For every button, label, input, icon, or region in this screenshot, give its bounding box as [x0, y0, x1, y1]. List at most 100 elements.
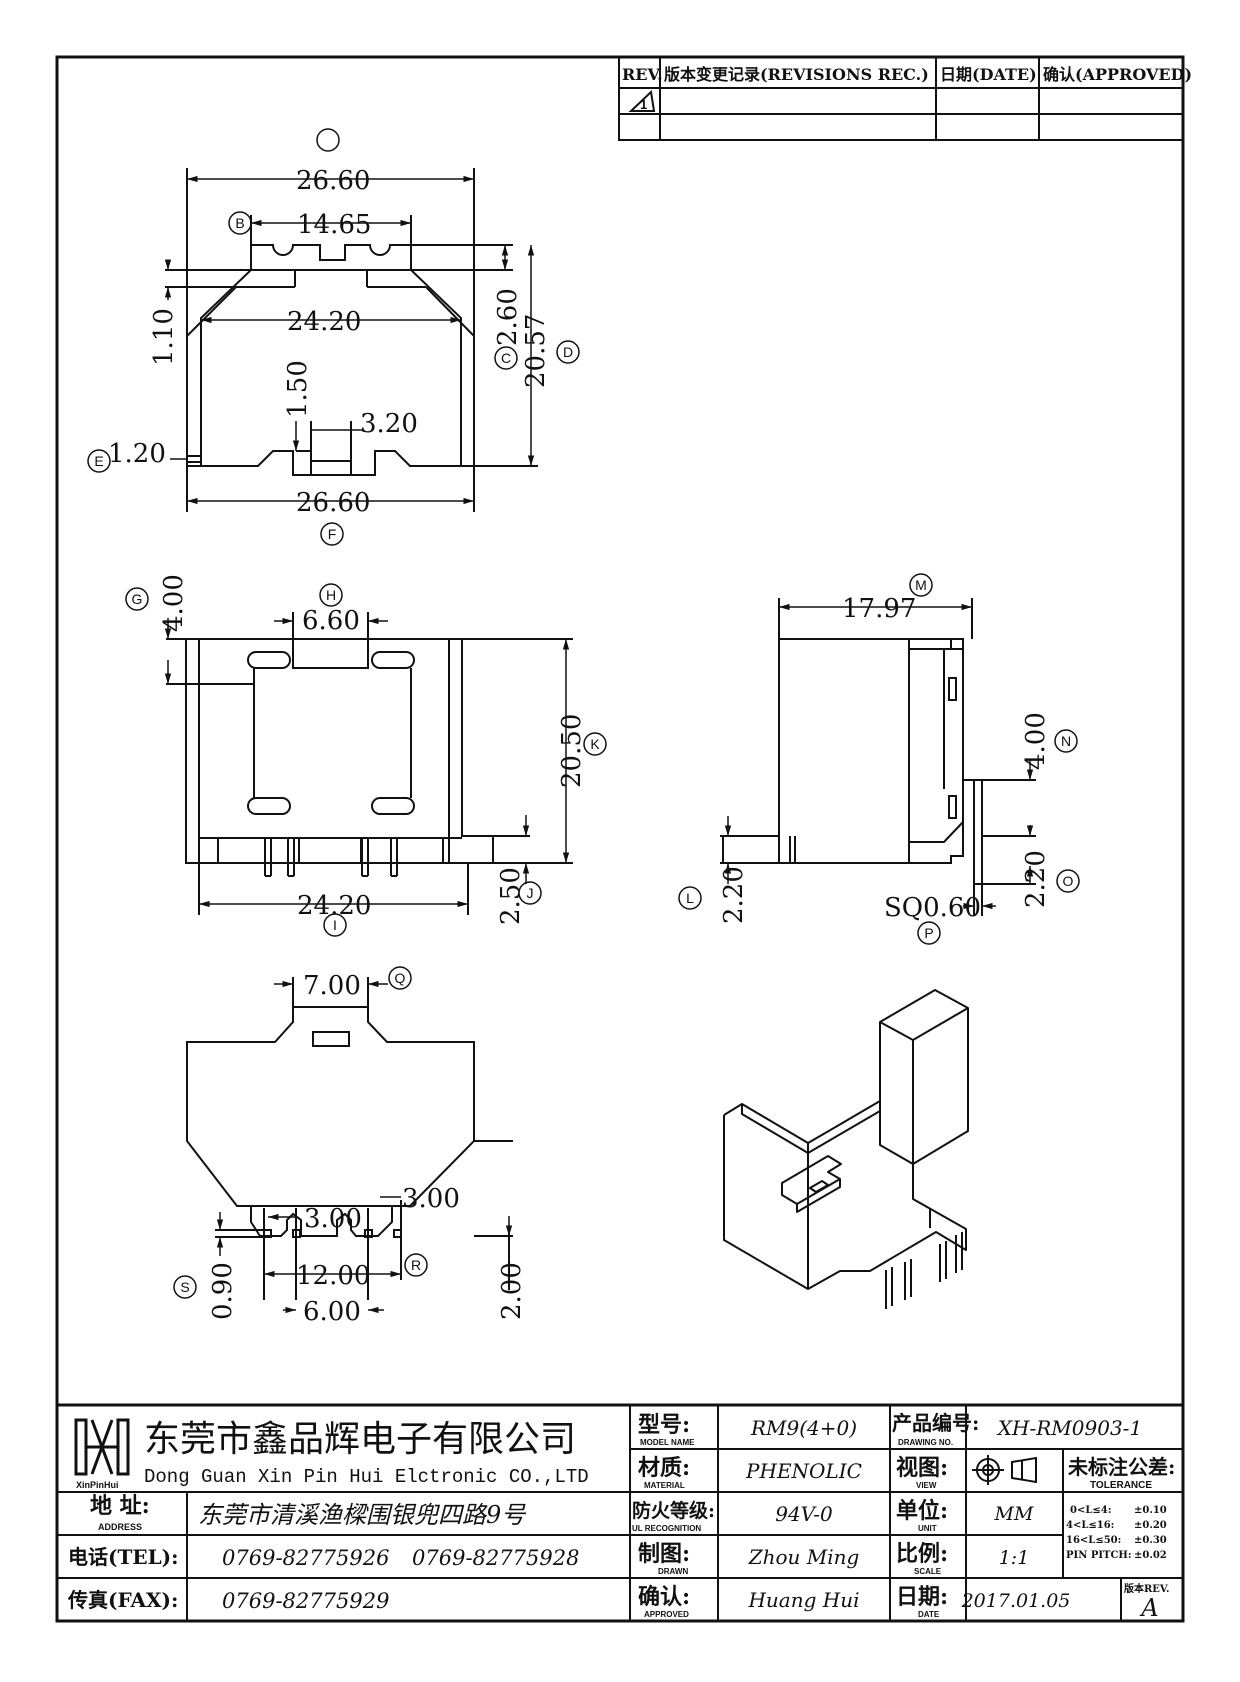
dim-front-20-50: 20.50	[557, 714, 587, 788]
marker-F: F	[328, 526, 337, 542]
marker-B: B	[235, 215, 244, 231]
unit-label-en: UNIT	[918, 1524, 937, 1533]
dim-20-57: 20.57	[521, 314, 551, 388]
scale-label-en: SCALE	[914, 1567, 942, 1576]
tolerance-value-2: ±0.20	[1134, 1520, 1167, 1531]
material-value: PHENOLIC	[745, 1459, 862, 1483]
tel-value-2: 0769-82775928	[412, 1546, 579, 1570]
company-logo	[74, 1418, 130, 1476]
rev-col-header: REV.	[622, 65, 663, 84]
material-label-en: MATERIAL	[644, 1481, 685, 1490]
marker-I: I	[333, 917, 337, 933]
dim-side-2-20-left: 2.20	[719, 866, 749, 924]
marker-G: G	[132, 591, 143, 607]
ul-value: 94V-0	[775, 1502, 833, 1526]
title-block	[55, 1403, 1185, 1623]
tolerance-label-en: TOLERANCE	[1090, 1480, 1152, 1491]
unit-value: MM	[994, 1503, 1034, 1525]
projection-symbol-icon	[972, 1455, 1037, 1485]
svg-text:1: 1	[640, 97, 647, 112]
dim-3-20: 3.20	[360, 409, 418, 439]
scale-label: 比例:	[896, 1541, 948, 1567]
dim-front-4-00: 4.00	[159, 574, 189, 632]
dim-inner-width: 24.20	[287, 307, 361, 337]
top-view	[164, 128, 538, 512]
tolerance-value-1: ±0.10	[1134, 1505, 1167, 1516]
model-value: RM9(4+0)	[750, 1416, 857, 1440]
drawing-no-label: 产品编号:	[892, 1411, 979, 1435]
dim-front-2-50: 2.50	[496, 867, 526, 925]
marker-S: S	[180, 1279, 189, 1295]
marker-L: L	[686, 890, 694, 906]
bottom-view	[186, 977, 513, 1314]
date-label: 日期:	[896, 1584, 948, 1610]
date-label-en: DATE	[918, 1610, 940, 1619]
dim-bottom-6-00: 6.00	[303, 1297, 361, 1327]
marker-M: M	[915, 577, 927, 593]
model-label: 型号:	[638, 1412, 690, 1438]
approved-value: Huang Hui	[747, 1588, 859, 1612]
material-label: 材质:	[638, 1455, 690, 1481]
dim-side-sq060: SQ0.60	[884, 893, 981, 923]
dim-bottom-3-00-right: 3.00	[402, 1184, 460, 1214]
tolerance-range-4: PIN PITCH:	[1066, 1550, 1132, 1561]
revision-table	[618, 56, 1184, 141]
drawing-no-label-en: DRAWING NO.	[898, 1438, 953, 1447]
dimension-markers	[87, 211, 1080, 1299]
front-view	[164, 612, 573, 915]
ul-label-en: UL RECOGNITION	[632, 1524, 701, 1533]
rev-value: A	[1139, 1594, 1158, 1622]
dim-side-4-00: 4.00	[1021, 712, 1051, 770]
drawn-value: Zhou Ming	[748, 1545, 860, 1569]
approved-col-header: 确认(APPROVED)	[1043, 65, 1192, 84]
marker-K: K	[590, 736, 600, 752]
tolerance-value-3: ±0.30	[1134, 1535, 1167, 1546]
marker-Q: Q	[395, 970, 406, 986]
drawing-no-value: XH-RM0903-1	[996, 1416, 1142, 1440]
dim-side-17-97: 17.97	[842, 594, 916, 624]
marker-H: H	[326, 587, 336, 603]
side-view	[720, 598, 1036, 916]
company-name-cn: 东莞市鑫品辉电子有限公司	[144, 1419, 576, 1460]
fax-label: 传真(FAX):	[67, 1588, 178, 1612]
marker-D: D	[563, 344, 573, 360]
company-name-en: Dong Guan Xin Pin Hui Elctronic CO.,LTD	[144, 1466, 589, 1488]
isometric-view	[723, 989, 969, 1309]
marker-N: N	[1061, 733, 1071, 749]
dim-bottom-3-00-left: 3.00	[304, 1204, 362, 1234]
drawn-label: 制图:	[638, 1541, 690, 1567]
address-label: 地 址:	[90, 1493, 150, 1519]
drawn-label-en: DRAWN	[658, 1567, 688, 1576]
unit-label: 单位:	[896, 1498, 948, 1524]
revisions-col-header: 版本变更记录(REVISIONS REC.)	[663, 65, 929, 84]
dim-front-24-20: 24.20	[297, 891, 371, 921]
dim-bottom-width: 26.60	[296, 488, 370, 518]
dim-top-width: 26.60	[296, 166, 370, 196]
ul-label: 防火等级:	[632, 1499, 715, 1522]
marker-P: P	[924, 925, 933, 941]
tel-value-1: 0769-82775926	[222, 1546, 389, 1570]
dim-1-50: 1.50	[283, 360, 313, 418]
marker-E: E	[94, 453, 103, 469]
tolerance-range-1: 0<L≤4:	[1070, 1505, 1111, 1516]
tolerance-range-2: 4<L≤16:	[1066, 1520, 1114, 1531]
dim-1-10: 1.10	[149, 308, 179, 366]
marker-O: O	[1063, 873, 1074, 889]
dim-slot-width: 14.65	[297, 210, 371, 240]
dim-bottom-12-00: 12.00	[296, 1261, 370, 1291]
approved-label-en: APPROVED	[644, 1610, 689, 1619]
marker-R: R	[411, 1257, 421, 1273]
tel-label: 电话(TEL):	[68, 1545, 179, 1569]
dim-bottom-0-90: 0.90	[208, 1262, 238, 1320]
tolerance-label: 未标注公差:	[1068, 1455, 1175, 1479]
logo-text: XinPinHui	[76, 1480, 119, 1490]
tolerance-value-4: ±0.02	[1134, 1550, 1167, 1561]
dim-front-6-60: 6.60	[302, 606, 360, 636]
scale-value: 1:1	[999, 1547, 1030, 1569]
dim-side-2-20-right: 2.20	[1021, 850, 1051, 908]
view-label: 视图:	[896, 1455, 948, 1481]
model-label-en: MODEL NAME	[640, 1438, 695, 1447]
address-label-en: ADDRESS	[98, 1522, 142, 1532]
dim-bottom-2-00: 2.00	[497, 1262, 527, 1320]
